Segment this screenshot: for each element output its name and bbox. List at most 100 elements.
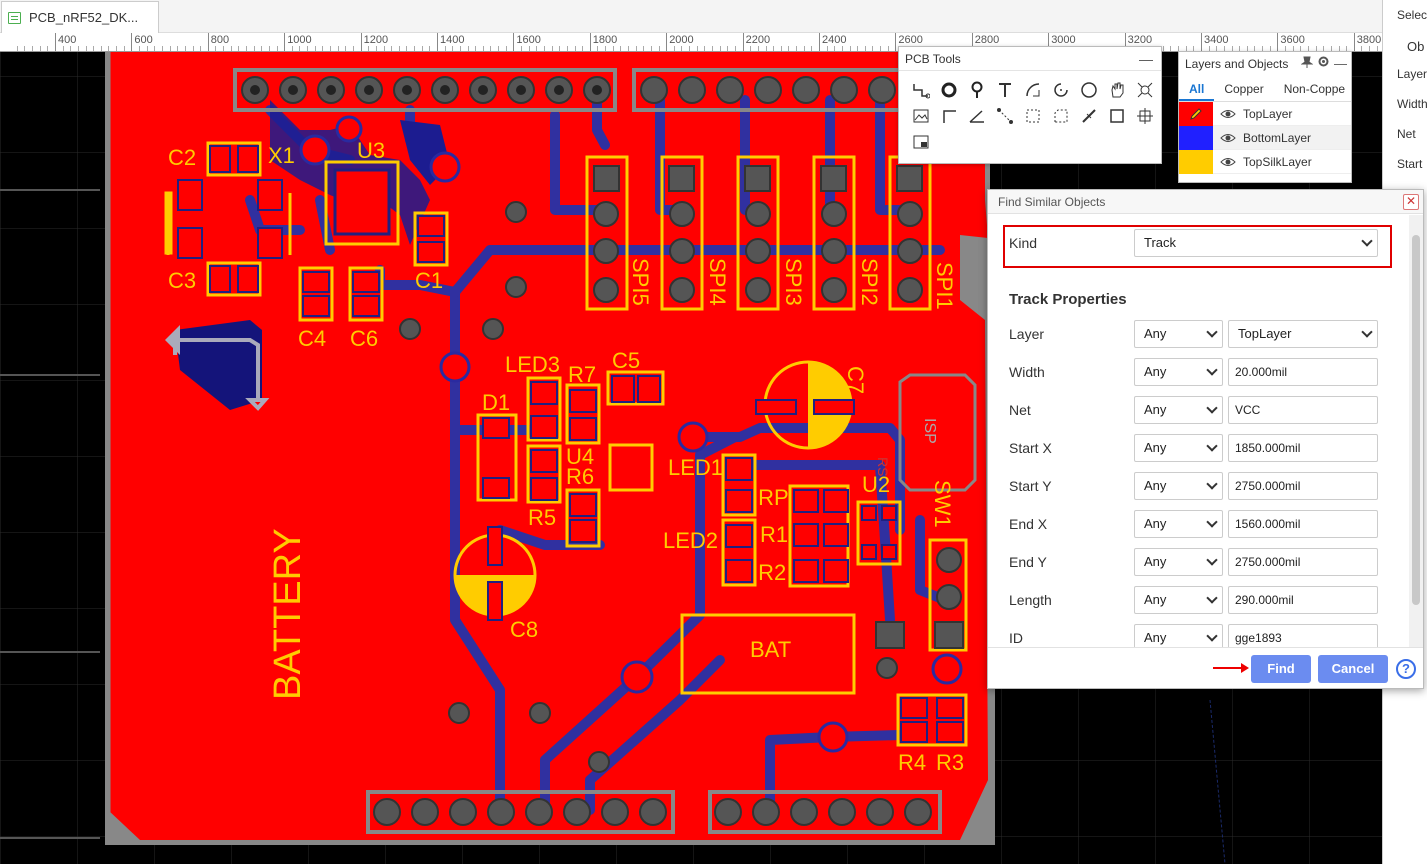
value-select[interactable]: TopLayer (1228, 320, 1378, 348)
ruler-minor-tick (139, 46, 141, 51)
image-tool-icon[interactable] (907, 105, 935, 127)
match-value: Any (1144, 554, 1167, 569)
pan-tool-icon[interactable] (1103, 79, 1131, 101)
ruler-label: 3600 (1280, 34, 1305, 46)
label-spi2: SPI2 (857, 258, 882, 306)
circle-tool-icon[interactable] (1075, 79, 1103, 101)
match-select[interactable]: Any (1134, 358, 1223, 386)
layer-row-bottomlayer[interactable]: BottomLayer (1179, 125, 1351, 150)
kind-label: Kind (1009, 235, 1038, 251)
ruler-minor-tick (261, 46, 263, 51)
rect-tool-icon[interactable] (1103, 105, 1131, 127)
kind-select[interactable]: Track (1134, 229, 1378, 257)
gear-icon[interactable] (1317, 52, 1330, 76)
ruler-minor-tick (1162, 46, 1164, 51)
ruler-minor-tick (1170, 46, 1172, 51)
value-input[interactable]: 20.000mil (1228, 358, 1378, 386)
eye-icon[interactable] (1213, 157, 1243, 167)
ruler-minor-tick (383, 46, 385, 51)
help-icon[interactable]: ? (1396, 659, 1416, 679)
match-select[interactable]: Any (1134, 320, 1223, 348)
copper-area-tool-icon[interactable] (1047, 105, 1075, 127)
cancel-button[interactable]: Cancel (1318, 655, 1388, 683)
tab-copper[interactable]: Copper (1224, 82, 1264, 96)
label-sw1: SW1 (930, 480, 955, 528)
value-input[interactable]: 1560.000mil (1228, 510, 1378, 538)
ruler-minor-tick (543, 46, 545, 51)
chevron-down-icon (1206, 516, 1218, 528)
line-tool-icon[interactable] (1075, 105, 1103, 127)
align-tool-icon[interactable] (1131, 105, 1159, 127)
ruler-minor-tick (673, 46, 675, 51)
value-input[interactable]: VCC (1228, 396, 1378, 424)
arc-center-tool-icon[interactable] (1047, 79, 1075, 101)
connect-tool-icon[interactable] (991, 105, 1019, 127)
layer-color-swatch[interactable] (1179, 101, 1213, 126)
layer-color-swatch[interactable] (1179, 149, 1213, 174)
dimension-tool-icon[interactable] (935, 105, 963, 127)
ruler-minor-tick (421, 46, 423, 51)
label-spi3: SPI3 (781, 258, 806, 306)
label-u4: U4 (566, 444, 594, 469)
ruler-minor-tick (1361, 46, 1363, 51)
match-select[interactable]: Any (1134, 396, 1223, 424)
match-select[interactable]: Any (1134, 510, 1223, 538)
value-input[interactable]: 1850.000mil (1228, 434, 1378, 462)
find-button[interactable]: Find (1251, 655, 1311, 683)
label-spi1: SPI1 (932, 262, 957, 310)
pin-icon[interactable] (1300, 52, 1314, 76)
text-tool-icon[interactable] (991, 79, 1019, 101)
layer-row-toplayer[interactable]: TopLayer (1179, 101, 1351, 126)
ruler-minor-tick (574, 46, 576, 51)
value-input[interactable]: 2750.000mil (1228, 548, 1378, 576)
minimize-icon[interactable]: — (1139, 51, 1153, 67)
angle-tool-icon[interactable] (963, 105, 991, 127)
label-c2: C2 (168, 145, 196, 170)
eye-icon[interactable] (1213, 133, 1243, 143)
match-select[interactable]: Any (1134, 472, 1223, 500)
eye-icon[interactable] (1213, 109, 1243, 119)
measure-tool-icon[interactable] (1131, 79, 1159, 101)
via-tool-icon[interactable] (935, 79, 963, 101)
area-tool-icon[interactable] (1019, 105, 1047, 127)
ruler-label: 2800 (974, 34, 1000, 46)
match-value: Any (1144, 516, 1167, 531)
minimize-icon[interactable]: — (1334, 56, 1347, 71)
arc-tool-icon[interactable] (1019, 79, 1047, 101)
ruler-minor-tick (880, 46, 882, 51)
pad-tool-icon[interactable] (963, 79, 991, 101)
ruler-minor-tick (864, 46, 866, 51)
rp-select[interactable]: Selec (1397, 8, 1427, 22)
value-input[interactable]: 2750.000mil (1228, 472, 1378, 500)
value-input[interactable]: gge1893 (1228, 624, 1378, 647)
ruler-minor-tick (887, 46, 889, 51)
layer-row-topsilklayer[interactable]: TopSilkLayer (1179, 149, 1351, 174)
ruler-minor-tick (177, 46, 179, 51)
label-led2: LED2 (663, 528, 718, 553)
match-select[interactable]: Any (1134, 586, 1223, 614)
value-input[interactable]: 290.000mil (1228, 586, 1378, 614)
scrollbar-thumb[interactable] (1412, 235, 1420, 605)
tab-all[interactable]: All (1179, 76, 1215, 101)
close-icon[interactable]: ✕ (1403, 194, 1419, 210)
dialog-scrollbar[interactable] (1409, 215, 1423, 647)
ruler-minor-tick (498, 46, 500, 51)
ruler-minor-tick (650, 46, 652, 51)
match-select[interactable]: Any (1134, 548, 1223, 576)
property-value: gge1893 (1235, 631, 1282, 645)
layer-color-swatch[interactable] (1179, 125, 1213, 150)
ruler-minor-tick (398, 46, 400, 51)
match-select[interactable]: Any (1134, 434, 1223, 462)
match-select[interactable]: Any (1134, 624, 1223, 647)
tab-non-copper[interactable]: Non-Coppe (1283, 82, 1346, 96)
ruler-minor-tick (444, 46, 446, 51)
panel-tool-icon[interactable] (907, 131, 935, 153)
ruler-minor-tick (100, 46, 102, 51)
ruler-minor-tick (826, 46, 828, 51)
ruler-minor-tick (1269, 46, 1271, 51)
property-value: 1560.000mil (1235, 517, 1301, 531)
track-tool-icon[interactable] (907, 79, 935, 101)
rp-object[interactable]: Ob (1407, 39, 1425, 54)
ruler-tick: 1000 (284, 33, 312, 51)
document-tab[interactable]: PCB_nRF52_DK... (1, 1, 159, 33)
